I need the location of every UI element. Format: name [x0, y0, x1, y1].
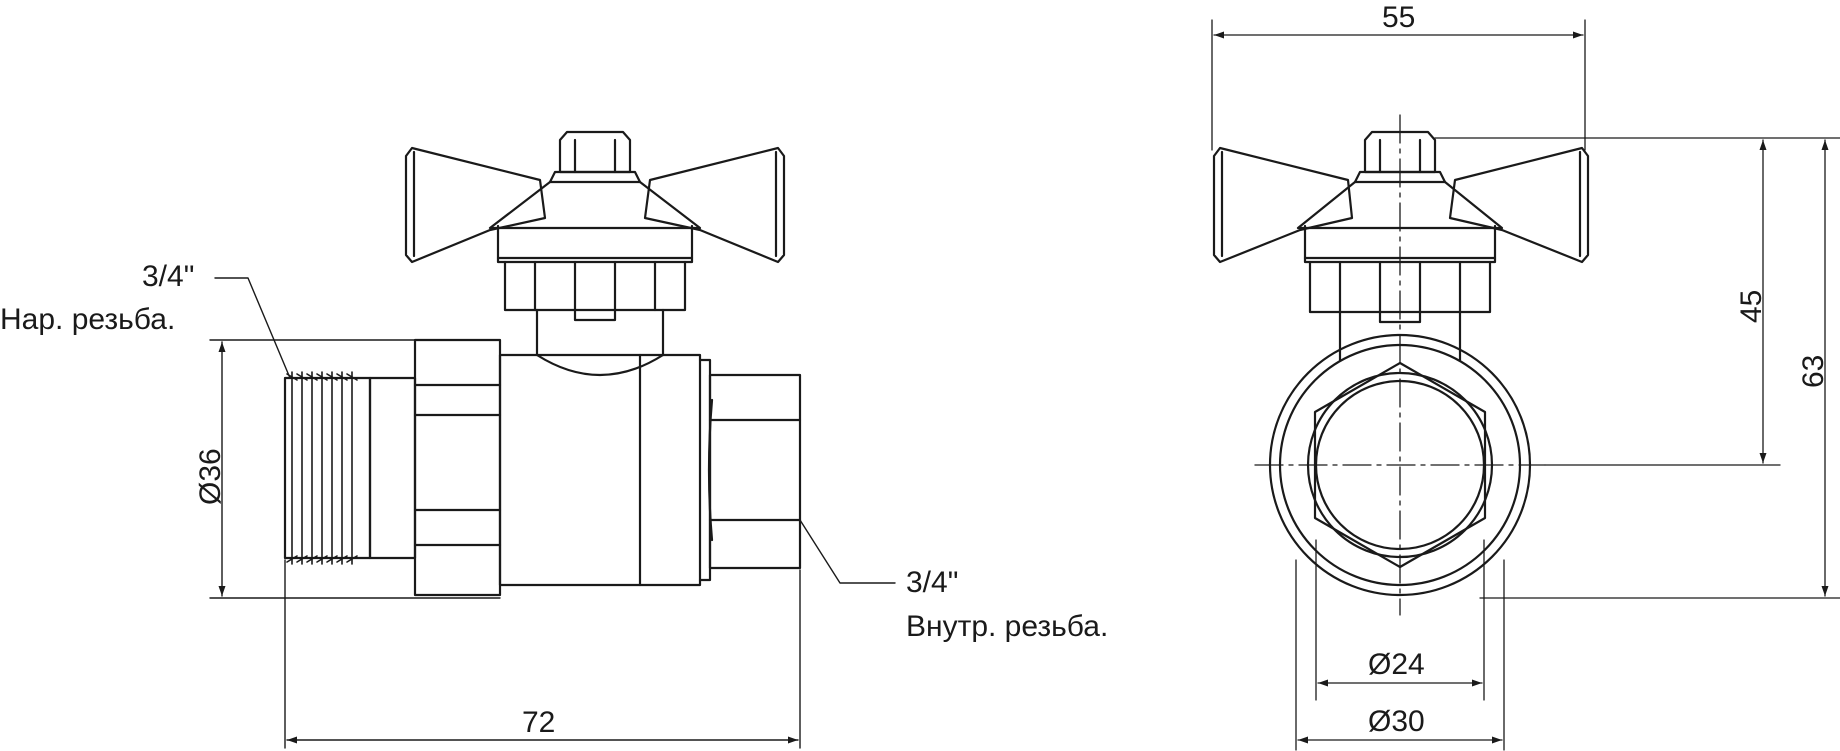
front-view-dimensions	[1211, 19, 1840, 751]
length-72-dimension: 72	[522, 706, 556, 739]
side-view-dimensions	[209, 277, 896, 749]
height-45-dimension: 45	[1735, 289, 1768, 323]
front-view	[1212, 130, 1590, 597]
diameter-36-dimension: Ø36	[194, 448, 227, 505]
diameter-24-dimension: Ø24	[1368, 648, 1425, 681]
side-view	[283, 130, 802, 597]
diameter-30-dimension: Ø30	[1368, 705, 1425, 738]
outer-thread-label: Нар. резьба.	[0, 303, 176, 336]
inner-thread-size-label: 3/4"	[906, 566, 959, 599]
height-63-dimension: 63	[1797, 354, 1830, 388]
inner-thread-label: Внутр. резьба.	[906, 610, 1109, 643]
outer-thread-size-label: 3/4"	[142, 260, 195, 293]
width-55-dimension: 55	[1382, 1, 1416, 34]
